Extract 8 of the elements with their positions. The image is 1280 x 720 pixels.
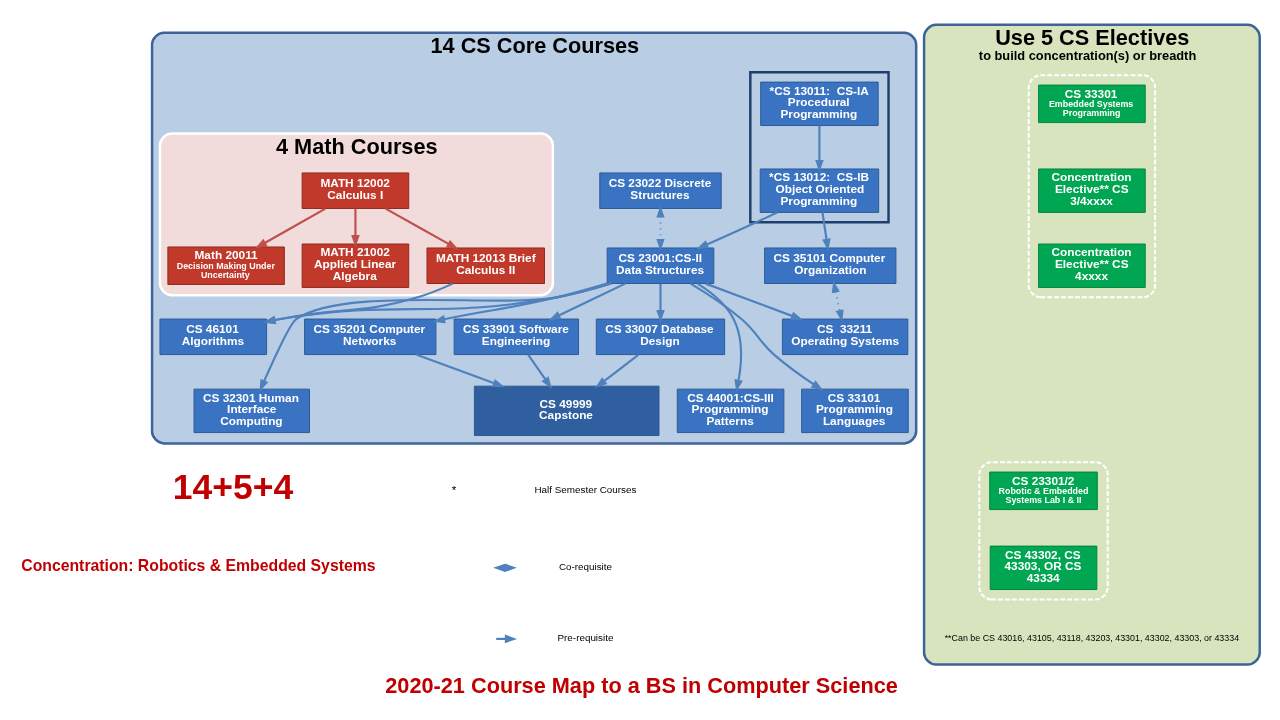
diagram-title: 2020-21 Course Map to a BS in Computer Science — [385, 672, 898, 698]
legend-label: Pre-requisite — [557, 631, 614, 643]
label: 14+5+4 — [172, 466, 294, 507]
legend-label: Half Semester Courses — [534, 483, 637, 495]
legend-label: Co-requisite — [558, 560, 613, 572]
label: **Can be CS 43016, 43105, 43118, 43203, 43301, 43302, 43303, or 43334 — [944, 632, 1240, 643]
label: * — [451, 482, 457, 497]
label: Concentration: Robotics & Embedded Systems — [21, 556, 376, 574]
